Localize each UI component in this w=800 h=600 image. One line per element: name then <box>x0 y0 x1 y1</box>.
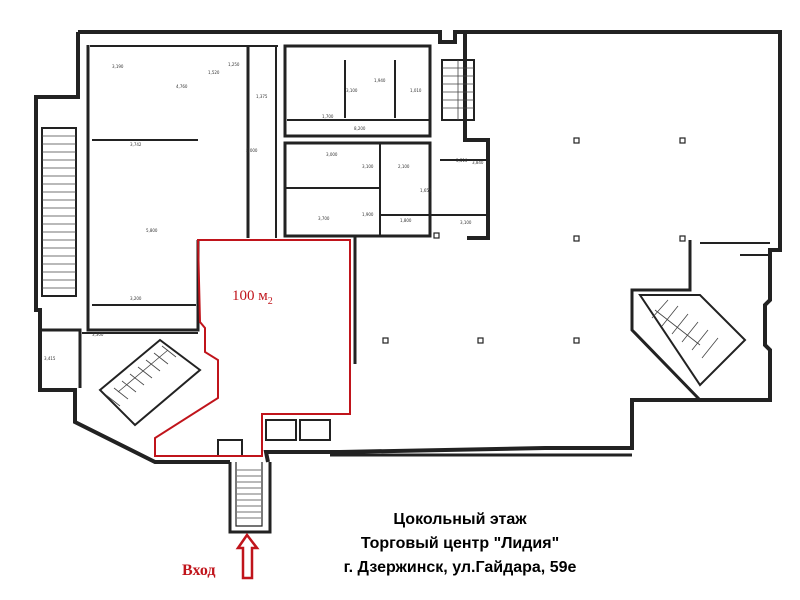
dim-label: 5,000 <box>246 148 258 153</box>
dim-label: 3,742 <box>130 142 142 147</box>
caption-address: г. Дзержинск, ул.Гайдара, 59е <box>343 559 577 576</box>
dim-label: 3,190 <box>112 64 124 69</box>
columns <box>382 137 686 344</box>
plan-caption: Цокольный этаж Торговый центр "Лидия" г.… <box>300 508 620 580</box>
dim-label: 3,415 <box>44 356 56 361</box>
unit-area-superscript: 2 <box>267 296 273 307</box>
highlighted-unit-outline[interactable] <box>154 239 351 457</box>
left-angled-staircase <box>98 338 202 427</box>
dim-label: 3,300 <box>92 332 104 337</box>
dim-label: 5,800 <box>146 228 158 233</box>
dim-label: 1,250 <box>228 62 240 67</box>
dim-label: 3,000 <box>326 152 338 157</box>
dim-label: 3,840 <box>472 160 484 165</box>
right-angled-staircase <box>638 294 747 387</box>
dim-label: 1,900 <box>362 212 374 217</box>
caption-floor: Цокольный этаж <box>393 511 527 528</box>
outer-walls <box>34 30 782 534</box>
dim-label: 4,760 <box>176 84 188 89</box>
top-staircase <box>441 59 475 121</box>
unit-area-value: 100 <box>232 288 255 304</box>
dim-label: 1,800 <box>400 218 412 223</box>
unit-area-label: 100 м2 <box>232 288 273 307</box>
unit-area-unit: м <box>258 288 268 304</box>
dim-label: 1,700 <box>322 114 334 119</box>
entrance-arrow-icon <box>235 532 260 580</box>
dim-label: 3,510 <box>456 158 468 163</box>
caption-center-name: Торговый центр "Лидия" <box>360 535 560 552</box>
dim-label: 1,650 <box>420 188 432 193</box>
dim-label: 1,010 <box>410 88 422 93</box>
dim-label: 3,100 <box>346 88 358 93</box>
dim-label: 3,100 <box>460 220 472 225</box>
dim-label: 3,100 <box>362 164 374 169</box>
dim-label: 1,520 <box>208 70 220 75</box>
entrance-label: Вход <box>182 562 216 579</box>
dim-label: 1,940 <box>374 78 386 83</box>
left-staircase <box>41 127 77 297</box>
dim-label: 2,100 <box>398 164 410 169</box>
dim-label: 8,200 <box>354 126 366 131</box>
entrance-staircase <box>237 469 261 519</box>
dim-label: 3,700 <box>318 216 330 221</box>
dim-label: 1,375 <box>256 94 268 99</box>
dim-label: 3,200 <box>130 296 142 301</box>
dimension-labels: 3,190 1,520 4,760 1,250 1,375 3,742 5,80… <box>44 62 484 361</box>
